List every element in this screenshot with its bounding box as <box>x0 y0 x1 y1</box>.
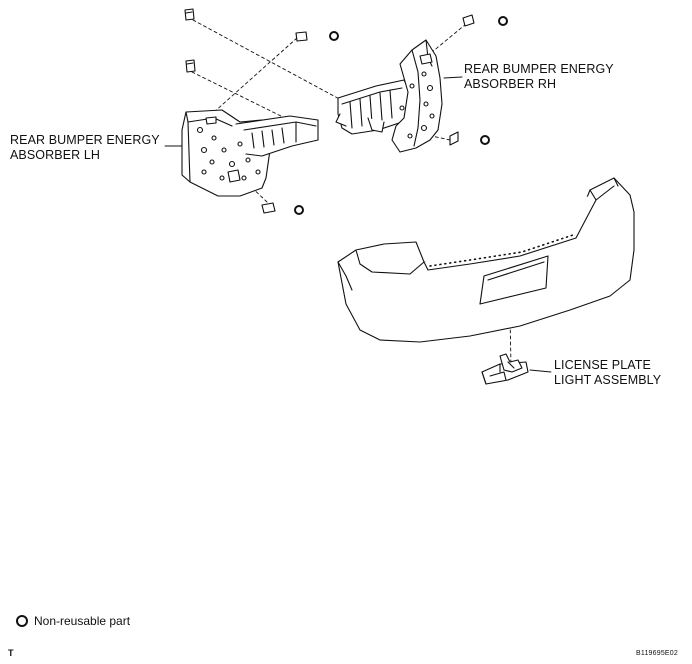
non-reusable-nut-rh-bottom <box>480 135 490 145</box>
retainer-rh-top <box>462 14 475 27</box>
label-absorber-lh: REAR BUMPER ENERGY ABSORBER LH <box>10 133 160 162</box>
label-absorber-rh: REAR BUMPER ENERGY ABSORBER RH <box>464 62 614 91</box>
rear-bumper-cover <box>337 177 635 343</box>
non-reusable-nut-rh-top <box>498 16 508 26</box>
legend-text: Non-reusable part <box>34 614 131 628</box>
retainer-lh-bottom <box>261 202 276 214</box>
energy-absorber-lh <box>181 109 319 197</box>
license-plate-light-assembly <box>481 353 529 385</box>
non-reusable-part-icon <box>16 615 28 627</box>
energy-absorber-rh <box>335 39 443 153</box>
label-license-light: LICENSE PLATE LIGHT ASSEMBLY <box>554 358 662 387</box>
retainer-lh-top <box>295 31 308 42</box>
non-reusable-nut-lh-top <box>329 31 339 41</box>
clip-upper <box>184 8 195 21</box>
clip-lower <box>185 59 196 73</box>
non-reusable-nut-lh-bottom <box>294 205 304 215</box>
label-leaders <box>164 76 552 373</box>
legend: Non-reusable part <box>16 614 130 628</box>
corner-mark: T <box>8 648 14 658</box>
figure-code: B119695E02 <box>636 650 678 657</box>
retainer-rh-bottom <box>449 131 459 146</box>
